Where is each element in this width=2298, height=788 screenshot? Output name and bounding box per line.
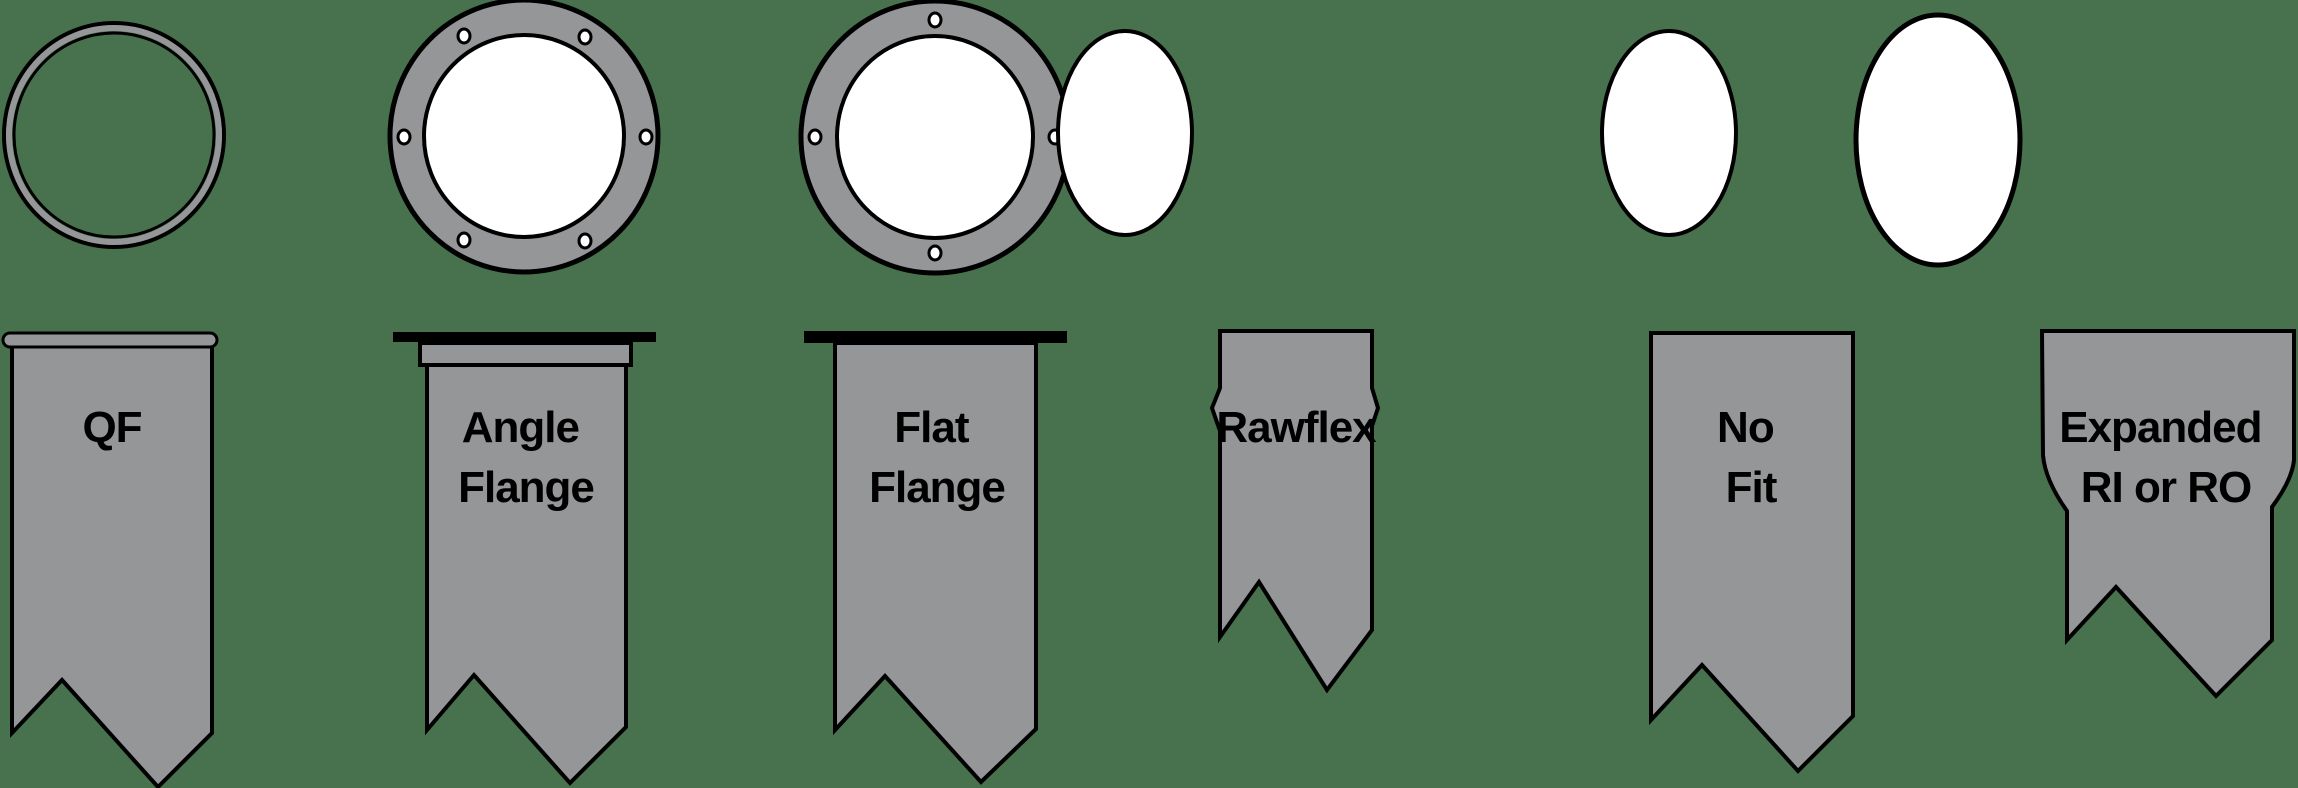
expanded-end-view-icon: [1853, 12, 2023, 268]
fitting-expanded: Expanded RI or RO: [1853, 12, 2296, 699]
qf-end-view-ring-icon: [2, 21, 226, 249]
qf-rolled-rim: [1, 331, 219, 349]
fitting-no-fit: No Fit: [1600, 29, 1855, 774]
no-fit-side-view-banner: No Fit: [1649, 331, 1855, 774]
bolt-hole-icon: [807, 11, 1063, 262]
angle-flange-end-view-icon: [387, 0, 661, 275]
angle-flange-collar: [418, 341, 633, 367]
bolt-hole-icon: [396, 27, 654, 250]
angle-flange-label: Angle Flange: [458, 403, 594, 512]
angle-flange-side-view-banner: Angle Flange: [393, 332, 656, 786]
flat-flange-end-view-icon: [798, 0, 1072, 276]
flat-flange-bar: [804, 331, 1067, 343]
no-fit-end-view-icon: [1600, 29, 1738, 237]
expanded-side-view-banner: Expanded RI or RO: [2039, 329, 2296, 699]
flat-flange-side-view-banner: Flat Flange: [804, 331, 1067, 785]
flat-flange-label: Flat Flange: [869, 403, 1005, 512]
expanded-label: Expanded RI or RO: [2059, 403, 2273, 512]
rawflex-side-view-banner: Rawflex: [1209, 329, 1381, 694]
angle-flange-bar: [393, 332, 656, 342]
fitting-angle-flange: Angle Flange: [387, 0, 661, 786]
fitting-flat-flange: Flat Flange: [798, 0, 1072, 785]
rawflex-end-view-icon: [1056, 29, 1194, 237]
qf-side-view-banner: QF: [1, 331, 219, 788]
fitting-rawflex: Rawflex: [1056, 29, 1381, 694]
fitting-qf: QF: [1, 21, 226, 788]
rawflex-label: Rawflex: [1216, 403, 1377, 452]
no-fit-label: No Fit: [1717, 403, 1785, 512]
qf-label: QF: [82, 403, 141, 452]
